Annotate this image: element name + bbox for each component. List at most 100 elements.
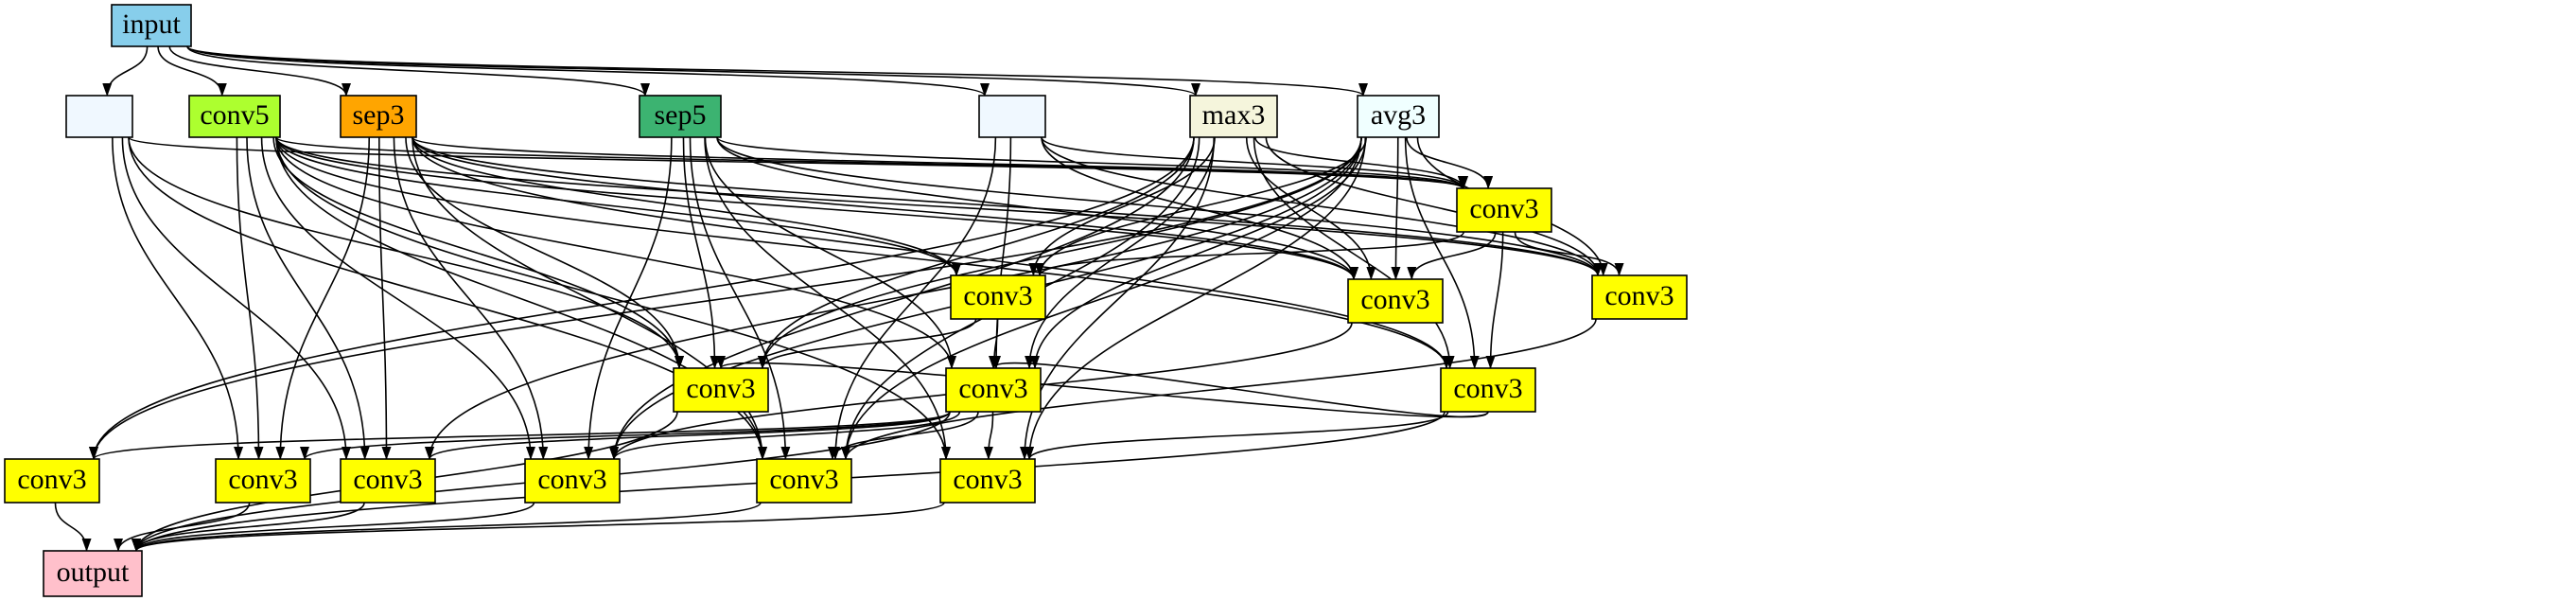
node-label: conv3	[963, 280, 1032, 311]
edge-sep5-to-c3	[716, 136, 1358, 280]
edge-input-to-b2	[186, 45, 990, 97]
node-label: sep3	[353, 99, 405, 131]
node-label: conv3	[769, 464, 838, 495]
node-label: conv3	[1453, 373, 1522, 404]
node-c7: conv3	[1440, 367, 1536, 413]
node-label: conv3	[537, 464, 606, 495]
node-c3: conv3	[1347, 278, 1444, 324]
edge-sep5-to-c12	[689, 136, 791, 460]
edge-avg3-to-c1	[1406, 136, 1494, 189]
node-sep3: sep3	[340, 95, 417, 138]
node-box	[1440, 367, 1536, 413]
node-label: output	[57, 557, 130, 588]
node-max3: max3	[1189, 95, 1278, 138]
node-c2: conv3	[950, 274, 1046, 320]
edge-c4-to-c12	[841, 318, 1597, 460]
node-box	[978, 95, 1046, 138]
node-label: conv3	[353, 464, 422, 495]
edge-sep3-to-c5	[405, 136, 684, 369]
edge-b1-to-c10	[121, 136, 351, 460]
edge-c7-to-c6	[989, 355, 1489, 418]
node-c1: conv3	[1456, 187, 1552, 233]
edge-sep3-to-c4	[412, 136, 1603, 276]
node-box	[756, 458, 852, 504]
edge-input-to-avg3	[186, 45, 1368, 97]
edge-max3-to-c4	[1265, 136, 1603, 276]
node-c10: conv3	[340, 458, 436, 504]
node-label: input	[122, 9, 181, 40]
node-box	[111, 4, 192, 47]
edge-c2-to-c5	[758, 318, 977, 369]
node-c9: conv3	[215, 458, 311, 504]
node-box	[1189, 95, 1278, 138]
edge-c8-to-output	[54, 502, 92, 552]
edge-c6-to-c10	[425, 411, 951, 460]
node-c13: conv3	[939, 458, 1036, 504]
node-box	[43, 550, 143, 597]
edge-b1-to-c9	[112, 136, 244, 460]
node-label: sep5	[655, 99, 707, 131]
edge-sep3-to-c11	[393, 136, 549, 460]
edge-input-to-conv5	[157, 45, 227, 97]
edge-c6-to-c13	[983, 411, 994, 460]
node-c11: conv3	[524, 458, 621, 504]
node-c12: conv3	[756, 458, 852, 504]
edge-c7-to-c13	[1025, 411, 1449, 460]
edge-max3-to-c13	[1020, 136, 1215, 460]
node-label: conv3	[686, 373, 755, 404]
edge-b2-to-c4	[1041, 136, 1603, 276]
node-label: conv3	[17, 464, 86, 495]
node-b1	[65, 95, 133, 138]
edge-b2-to-c1	[1041, 136, 1467, 189]
node-box	[639, 95, 722, 138]
edge-conv5-to-c13	[275, 136, 951, 460]
edge-sep3-to-c7	[412, 136, 1451, 369]
node-box	[1347, 278, 1444, 324]
edge-c1-to-c4	[1514, 231, 1624, 276]
node-box	[1591, 274, 1688, 320]
edge-c6-to-c9	[300, 411, 951, 460]
edge-avg3-to-c6	[1030, 136, 1367, 369]
node-box	[1357, 95, 1440, 138]
edge-sep5-to-c5	[682, 136, 720, 369]
edge-max3-to-c8	[89, 136, 1195, 460]
node-box	[945, 367, 1042, 413]
edge-conv5-to-c11	[260, 136, 535, 460]
node-c5: conv3	[673, 367, 769, 413]
node-label: conv3	[1604, 280, 1674, 311]
node-avg3: avg3	[1357, 95, 1440, 138]
edge-conv5-to-c1	[275, 136, 1467, 189]
edge-conv5-to-c10	[246, 136, 370, 460]
node-box	[673, 367, 769, 413]
edge-c12-to-output	[131, 502, 762, 552]
node-conv5: conv5	[188, 95, 281, 138]
edge-conv5-to-c9	[236, 136, 264, 460]
edge-b1-to-c5	[128, 136, 684, 369]
edge-sep5-to-c6	[704, 136, 956, 369]
edge-sep3-to-c3	[412, 136, 1358, 280]
edge-max3-to-c7	[1253, 136, 1455, 369]
node-label: conv3	[228, 464, 297, 495]
edge-avg3-to-c3	[1391, 136, 1401, 280]
node-c8: conv3	[4, 458, 100, 504]
edge-c1-to-c3	[1407, 231, 1497, 280]
edge-max3-to-c3	[1245, 136, 1376, 280]
edge-conv5-to-c3	[275, 136, 1358, 280]
edge-sep5-to-c1	[716, 136, 1467, 189]
edge-sep3-to-c9	[275, 136, 371, 460]
node-sep5: sep5	[639, 95, 722, 138]
node-box	[65, 95, 133, 138]
edge-input-to-sep3	[168, 45, 351, 97]
edge-input-to-b1	[102, 45, 149, 97]
node-box	[340, 458, 436, 504]
edge-input-to-max3	[186, 45, 1200, 97]
node-box	[340, 95, 417, 138]
edge-c13-to-output	[131, 502, 945, 552]
edge-avg3-to-c7	[1404, 136, 1480, 369]
node-c6: conv3	[945, 367, 1042, 413]
node-box	[524, 458, 621, 504]
edge-avg3-to-c8	[89, 136, 1362, 460]
node-label: conv3	[1469, 193, 1538, 224]
edge-sep5-to-c13	[704, 136, 951, 460]
node-box	[215, 458, 311, 504]
